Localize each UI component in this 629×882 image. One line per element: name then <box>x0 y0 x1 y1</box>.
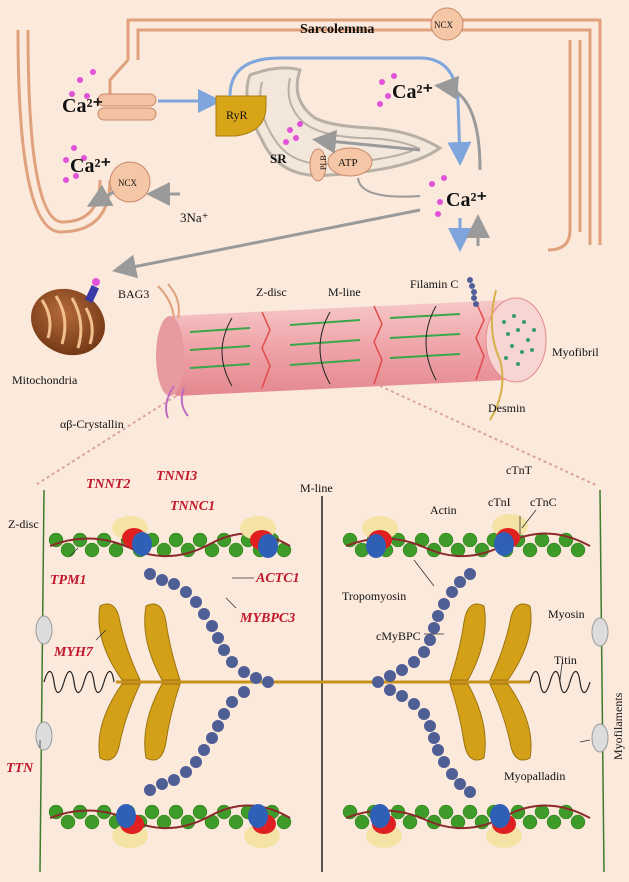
sarcolemma-label: Sarcolemma <box>300 22 374 37</box>
ca-dots-left-bottom <box>63 145 87 183</box>
ncx-top-label: NCX <box>434 20 454 30</box>
gene-tnnc1: TNNC1 <box>170 499 215 514</box>
ryr-label: RyR <box>226 108 248 122</box>
sr-return-line <box>357 177 421 198</box>
myofibril-label: Myofibril <box>552 345 599 359</box>
mline-bottom-label: M-line <box>300 481 333 495</box>
l-type-channel <box>97 93 157 121</box>
myopalladin-left-bottom <box>35 721 53 751</box>
crystallin-label: αβ-Crystallin <box>60 417 124 431</box>
titin-label: Titin <box>554 653 577 667</box>
ca-label-left-top: Ca²⁺ <box>62 95 103 117</box>
zdisc-line-left <box>39 489 45 873</box>
actin-label: Actin <box>430 503 457 517</box>
gene-ttn: TTN <box>6 761 34 776</box>
mline-top-label: M-line <box>328 285 361 299</box>
ca-efflux-arrow <box>434 75 482 171</box>
myopalladin-right-top <box>591 617 609 647</box>
plb-label: PLB <box>319 155 328 170</box>
myofibril <box>156 297 547 396</box>
ca-dots-left-top <box>69 69 96 99</box>
gene-tnnt2: TNNT2 <box>86 477 130 492</box>
ca-label-right-top: Ca²⁺ <box>392 81 433 103</box>
ca-label-left-bottom: Ca²⁺ <box>70 155 111 177</box>
tropomyosin-label: Tropomyosin <box>342 589 406 603</box>
thin-filament-bottom <box>48 804 591 848</box>
ca-to-mito-arrow <box>112 208 421 279</box>
gene-mybpc3: MYBPC3 <box>239 611 295 626</box>
myopalladin-right-bottom <box>591 723 609 753</box>
bag3-strand <box>157 283 180 319</box>
desmin-label: Desmin <box>488 401 525 415</box>
sarcolemma-membrane <box>16 18 602 252</box>
ctnt-label: cTnT <box>506 463 533 477</box>
bag3-label: BAG3 <box>118 287 149 301</box>
ncx-top: NCX <box>430 7 464 41</box>
gene-actc1: ACTC1 <box>255 571 300 586</box>
troponin-complex-bottom <box>112 804 522 848</box>
myopalladin-left-top <box>35 615 53 645</box>
zoom-line-right <box>379 385 599 487</box>
ncx-left-label: NCX <box>118 178 138 188</box>
zdisc-line-right <box>599 489 605 873</box>
zdisc-bottom-label: Z-disc <box>8 517 39 531</box>
ca-dots-sr <box>283 121 303 145</box>
troponin-complex-top <box>112 514 528 558</box>
gene-tnni3: TNNI3 <box>156 469 197 484</box>
thin-filament-top <box>48 514 591 558</box>
titin-spring-right <box>529 670 591 694</box>
atp-pump <box>327 147 373 177</box>
zoom-line-left <box>33 395 177 487</box>
mybpc-chain-right <box>372 568 476 798</box>
filaminc-label: Filamin C <box>410 277 458 291</box>
ca-dots-right-top <box>377 73 397 107</box>
desmin-strand <box>489 289 504 421</box>
ncx-left: NCX <box>109 161 151 203</box>
ryr-channel: RyR <box>215 95 267 137</box>
serca-uptake-arrow <box>312 129 421 154</box>
gene-myh7: MYH7 <box>53 645 94 660</box>
myosin-heads <box>98 603 532 761</box>
ctnc-label: cTnC <box>530 495 557 509</box>
ctni-label: cTnI <box>488 495 511 509</box>
mitochondria-label: Mitochondria <box>12 373 78 387</box>
myosin-label: Myosin <box>548 607 585 621</box>
sr-label: SR <box>270 151 287 166</box>
gene-tpm1: TPM1 <box>50 573 87 588</box>
ca-dots-right-mid <box>429 175 447 217</box>
ca-label-right-mid: Ca²⁺ <box>446 189 487 211</box>
titin-spring-left <box>43 670 115 694</box>
ncx-left-ca-arrow <box>86 184 115 207</box>
atp-label: ATP <box>338 157 358 169</box>
cmybpc-label: cMyBPC <box>376 629 421 643</box>
myofilaments-label: Myofilaments <box>611 692 625 760</box>
mybpc-chain-left <box>144 568 274 796</box>
leader-lines <box>39 509 591 748</box>
na-label: 3Na⁺ <box>180 210 209 225</box>
filamin-c-chain <box>467 277 479 307</box>
mitochondria <box>31 278 105 356</box>
myopalladin-label: Myopalladin <box>504 769 565 783</box>
zdisc-top-label: Z-disc <box>256 285 287 299</box>
crystallin-strand <box>165 385 189 419</box>
